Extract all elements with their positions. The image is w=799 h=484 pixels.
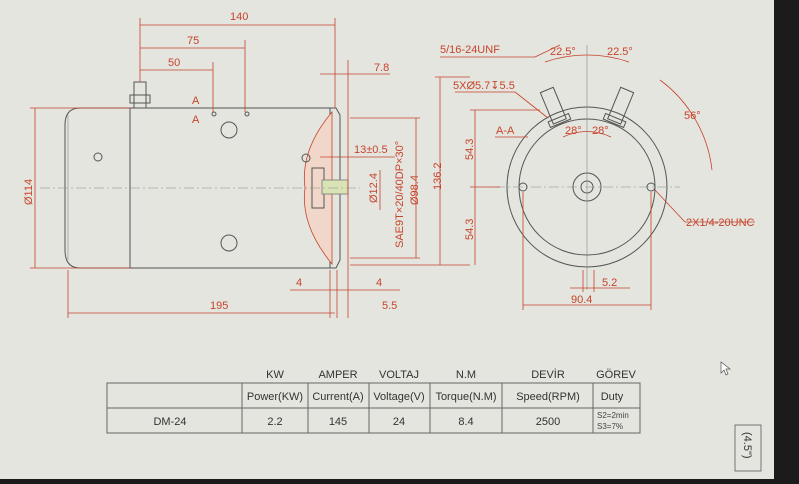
header-torque: Torque(N.M) — [435, 391, 496, 403]
shaft — [321, 179, 349, 195]
section-a-label: A — [192, 114, 200, 126]
corner-label-box — [734, 424, 762, 472]
dim-diameter-114: Ø114 — [23, 179, 35, 205]
cell-current: 145 — [329, 416, 347, 428]
spline-spec: SAE9T×20/40DP×30° — [394, 141, 406, 248]
dim-diameter-98-4: Ø98.4 — [409, 175, 421, 205]
header-current: Current(A) — [312, 391, 363, 403]
terminal-stud — [607, 86, 635, 125]
section-a-label: A — [192, 95, 200, 107]
dim-4-left: 4 — [296, 277, 302, 289]
dim-54-3-top: 54.3 — [464, 139, 476, 160]
dim-13: 13±0.5 — [354, 144, 388, 156]
top-header-nm: N.M — [456, 369, 476, 381]
angle-28-right: 28° — [592, 125, 609, 137]
dim-75: 75 — [187, 35, 199, 47]
top-header-gorev: GÖREV — [596, 369, 636, 381]
spec-table — [106, 382, 641, 434]
dim-diameter-12-4: Ø12.4 — [368, 173, 380, 203]
end-dimensions — [440, 44, 755, 310]
header-duty: Duty — [601, 391, 624, 403]
header-power: Power(KW) — [247, 391, 303, 403]
monitor-screen — [0, 0, 774, 479]
cell-torque: 8.4 — [458, 416, 473, 428]
corner-label: (4.5") — [741, 432, 753, 459]
cell-voltage: 24 — [393, 416, 405, 428]
top-header-voltaj: VOLTAJ — [379, 369, 419, 381]
thread-top: 5/16-24UNF — [440, 44, 500, 56]
terminal-stud — [539, 86, 567, 125]
holes-spec: 5XØ5.7↧5.5 — [453, 80, 515, 92]
angle-28-left: 28° — [565, 125, 582, 137]
angle-56: 56° — [684, 110, 701, 122]
dim-140: 140 — [230, 11, 248, 23]
motor-end-view — [495, 45, 680, 290]
mount-bolt — [220, 234, 238, 252]
dim-5-2: 5.2 — [602, 277, 617, 289]
dim-5-5: 5.5 — [382, 300, 397, 312]
mouse-cursor-icon — [720, 361, 732, 376]
section-a-a: A-A — [496, 125, 515, 137]
angle-22-5-right: 22.5° — [607, 46, 633, 58]
cell-speed: 2500 — [536, 416, 560, 428]
top-header-kw: KW — [266, 369, 284, 381]
cell-duty-s2: S2=2min — [597, 411, 629, 420]
dim-54-3-bottom: 54.3 — [464, 219, 476, 240]
dim-136-2: 136.2 — [432, 162, 444, 190]
dim-7-8: 7.8 — [374, 62, 389, 74]
dim-50: 50 — [168, 57, 180, 69]
mount-bolt — [220, 121, 238, 139]
cell-duty-s3: S3=7% — [597, 422, 623, 431]
cell-power: 2.2 — [267, 416, 282, 428]
side-dimensions — [30, 18, 470, 318]
motor-side-view — [40, 81, 360, 269]
top-header-devir: DEVİR — [531, 368, 565, 381]
header-speed: Speed(RPM) — [516, 391, 580, 403]
dim-195: 195 — [210, 300, 228, 312]
header-voltage: Voltage(V) — [373, 391, 424, 403]
thread-side: 2X1/4-20UNC — [686, 217, 755, 229]
dim-90-4: 90.4 — [571, 294, 592, 306]
angle-22-5-left: 22.5° — [550, 46, 576, 58]
cell-model: DM-24 — [153, 416, 186, 428]
top-header-amper: AMPER — [318, 369, 357, 381]
dim-4-right: 4 — [376, 277, 382, 289]
